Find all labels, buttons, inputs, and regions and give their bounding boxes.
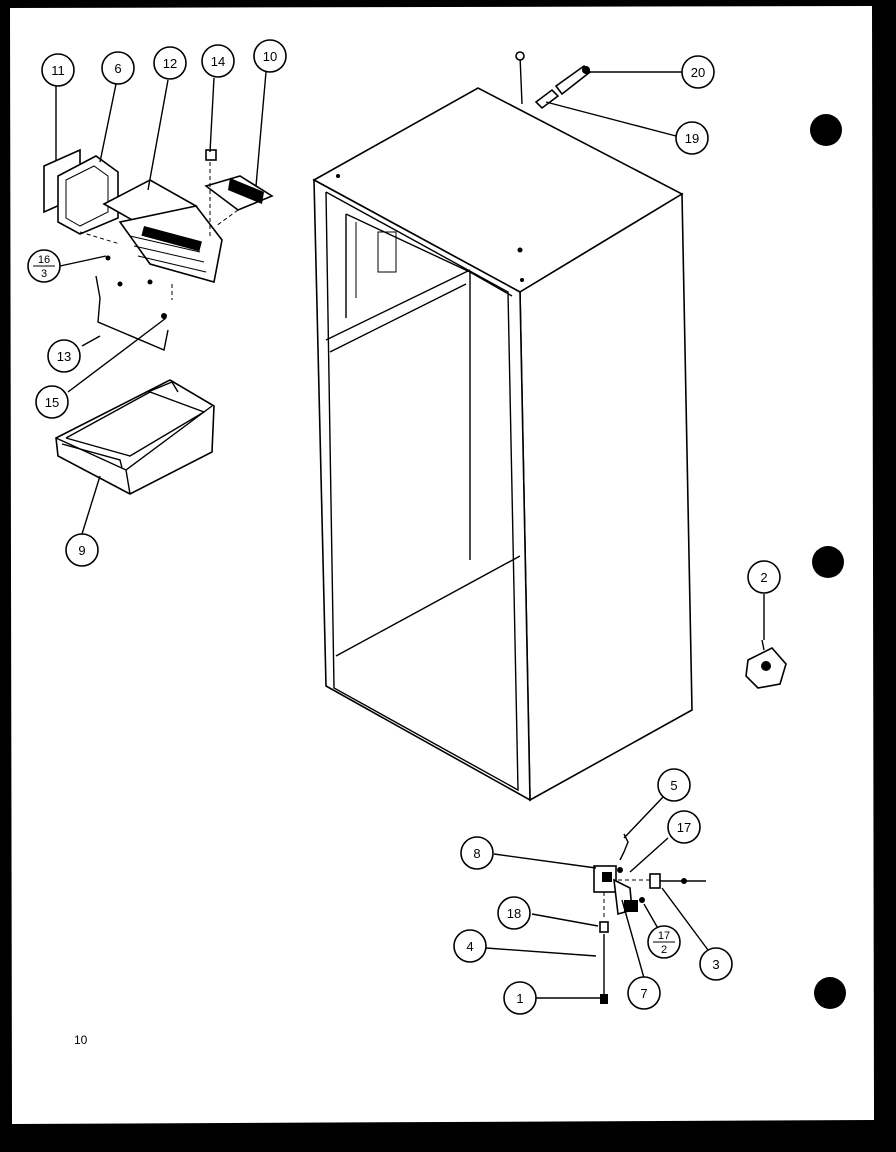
callout-9: 9 (65, 533, 99, 567)
callout-15: 15 (35, 385, 69, 419)
callout-17-2: 17 2 (647, 925, 681, 959)
svg-text:9: 9 (78, 543, 85, 558)
callout-5: 5 (657, 768, 691, 802)
svg-text:20: 20 (691, 65, 705, 80)
svg-text:16: 16 (38, 254, 50, 266)
svg-text:13: 13 (57, 349, 71, 364)
ice-maker-assembly (43, 148, 274, 351)
svg-text:2: 2 (760, 570, 767, 585)
binder-hole (812, 546, 844, 578)
svg-text:5: 5 (670, 778, 677, 793)
callout-13: 13 (47, 339, 81, 373)
svg-text:3: 3 (41, 268, 47, 280)
callout-11: 11 (41, 53, 75, 87)
svg-text:12: 12 (163, 56, 177, 71)
page-number: 10 (74, 1033, 88, 1047)
svg-text:19: 19 (685, 131, 699, 146)
part-9-ice-bin (55, 379, 215, 495)
svg-text:15: 15 (45, 395, 59, 410)
svg-text:8: 8 (473, 846, 480, 861)
binder-hole (810, 114, 842, 146)
leader-lines (55, 71, 765, 999)
svg-text:10: 10 (263, 49, 277, 64)
svg-text:1: 1 (516, 991, 523, 1006)
svg-text:18: 18 (507, 906, 521, 921)
callout-8: 8 (460, 836, 494, 870)
callout-10: 10 (253, 39, 287, 73)
svg-text:3: 3 (712, 957, 719, 972)
water-valve-assembly (593, 833, 706, 1004)
callout-7: 7 (627, 976, 661, 1010)
svg-text:2: 2 (661, 944, 667, 956)
callout-6: 6 (101, 51, 135, 85)
svg-text:4: 4 (466, 939, 473, 954)
svg-text:11: 11 (51, 63, 65, 78)
callout-16-3: 16 3 (27, 249, 61, 283)
svg-text:7: 7 (640, 986, 647, 1001)
callout-14: 14 (201, 44, 235, 78)
svg-text:17: 17 (677, 820, 691, 835)
svg-text:14: 14 (211, 54, 225, 69)
part-2-fitting (745, 639, 787, 689)
svg-text:17: 17 (658, 930, 670, 942)
callout-18: 18 (497, 896, 531, 930)
callout-20: 20 (681, 55, 715, 89)
callout-4: 4 (453, 929, 487, 963)
callout-19: 19 (675, 121, 709, 155)
callout-2: 2 (747, 560, 781, 594)
refrigerator-cabinet (312, 51, 693, 802)
callout-12: 12 (153, 46, 187, 80)
svg-text:6: 6 (114, 61, 121, 76)
part-19-fitting (534, 88, 560, 110)
binder-hole (814, 977, 846, 1009)
callout-17: 17 (667, 810, 701, 844)
callout-1: 1 (503, 981, 537, 1015)
callout-3: 3 (699, 947, 733, 981)
